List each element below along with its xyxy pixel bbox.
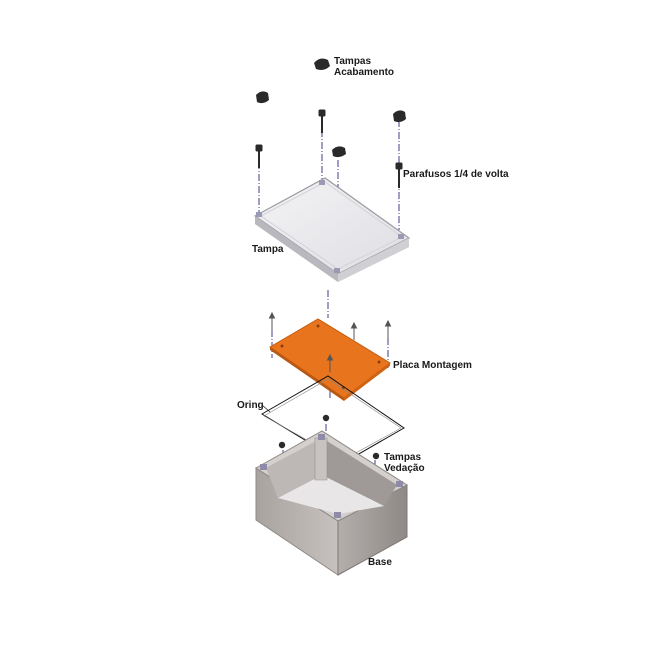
label-parafusos: Parafusos 1/4 de volta (403, 169, 509, 180)
lid (253, 177, 411, 282)
label-base: Base (368, 557, 392, 568)
label-tampas-acabamento: Tampas Acabamento (334, 56, 394, 78)
finishing-cap-right (393, 110, 406, 123)
label-line: Tampas (334, 56, 372, 67)
screw-left (255, 144, 263, 168)
finishing-cap-front (332, 146, 346, 158)
finishing-cap-left (256, 91, 269, 104)
label-placa-montagem: Placa Montagem (393, 360, 472, 371)
base-box (255, 430, 408, 576)
mounting-arrows (268, 311, 392, 372)
finishing-caps (256, 58, 406, 158)
leader-lines (261, 404, 271, 413)
finishing-cap-top (314, 58, 330, 70)
label-line: Vedação (384, 463, 425, 474)
sealing-cap-3 (372, 452, 380, 460)
label-line: Tampas (384, 452, 422, 463)
label-line: Acabamento (334, 67, 395, 78)
label-oring: Oring (237, 400, 264, 411)
label-tampas-vedacao: Tampas Vedação (384, 452, 425, 474)
screw-right (395, 162, 403, 188)
label-tampa: Tampa (252, 244, 284, 255)
sealing-cap-2 (322, 414, 330, 422)
sealing-cap-1 (278, 441, 286, 449)
screw-back (318, 109, 326, 133)
